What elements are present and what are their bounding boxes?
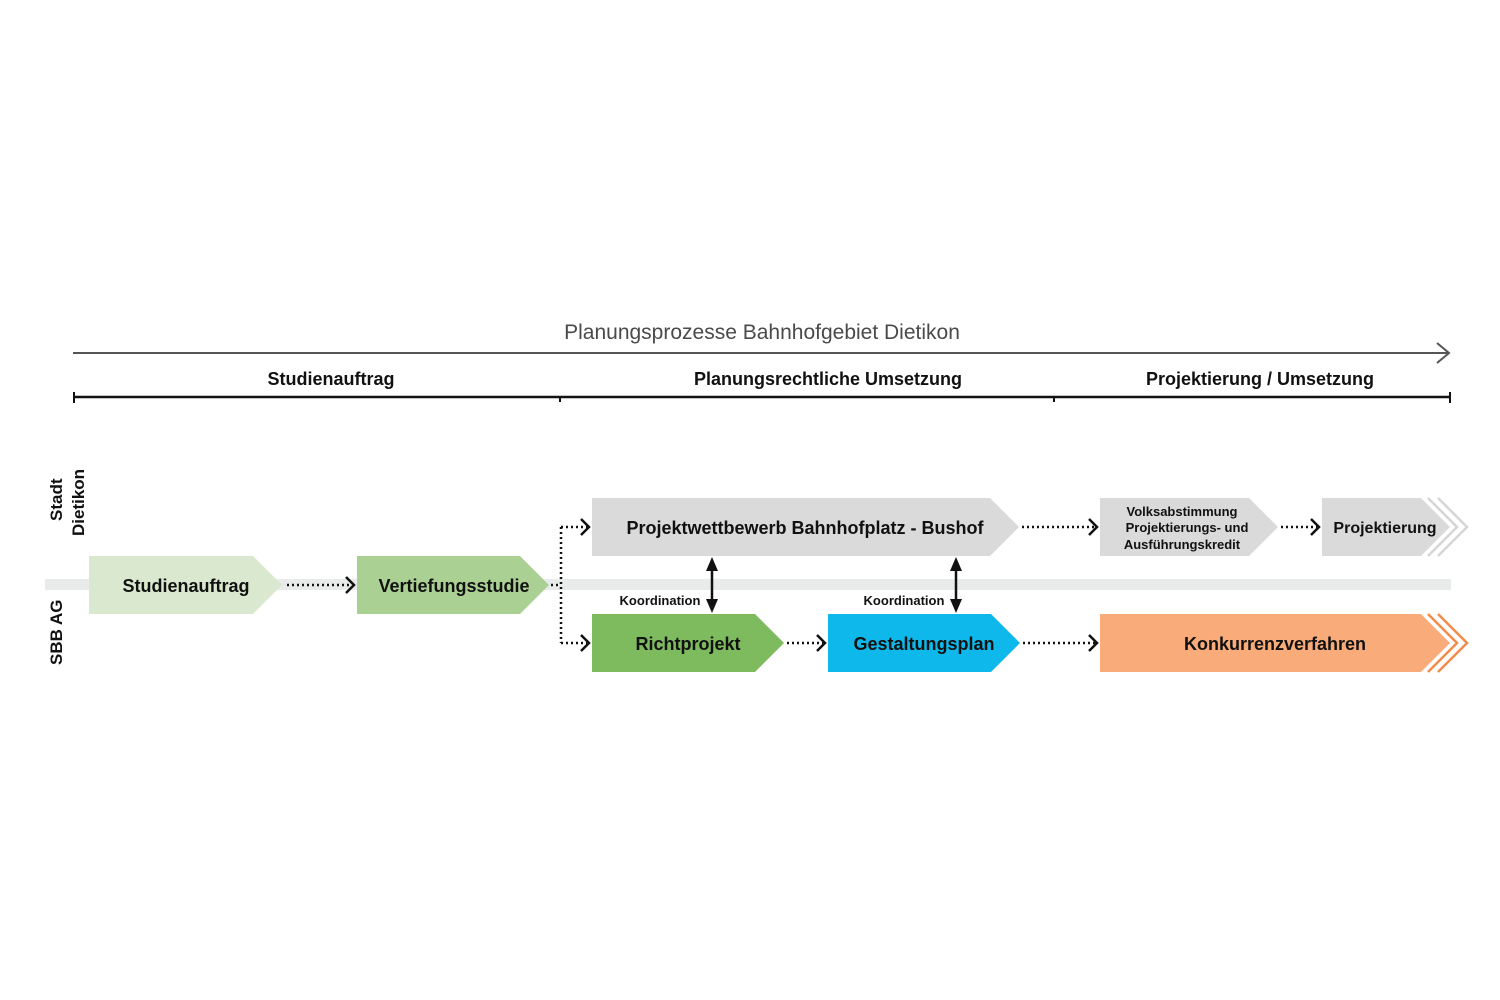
- branch-connector: [551, 518, 591, 652]
- step-richtprojekt[interactable]: Richtprojekt: [592, 614, 784, 672]
- step-vertiefungsstudie[interactable]: Vertiefungsstudie: [357, 556, 549, 614]
- step-projektierung-label: Projektierung: [1333, 520, 1436, 537]
- step-gestaltungsplan[interactable]: Gestaltungsplan: [828, 614, 1020, 672]
- lane-divider-band: [45, 579, 1451, 590]
- step-studienauftrag-label: Studienauftrag: [122, 576, 249, 596]
- step-volksabstimmung-line1: Volksabstimmung: [1126, 504, 1237, 519]
- connector-arrow: [1281, 518, 1321, 536]
- step-projektierung[interactable]: Projektierung: [1322, 498, 1450, 556]
- lane-label-dietikon: Dietikon: [69, 469, 88, 536]
- step-projektwettbewerb[interactable]: Projektwettbewerb Bahnhofplatz - Bushof: [592, 498, 1019, 556]
- step-konkurrenzverfahren-label: Konkurrenzverfahren: [1184, 634, 1366, 654]
- step-volksabstimmung-line2: Projektierungs- und: [1126, 520, 1249, 535]
- continuation-chevron-icon: [1427, 613, 1469, 673]
- diagram-title: Planungsprozesse Bahnhofgebiet Dietikon: [564, 321, 960, 344]
- phase-label-studienauftrag: Studienauftrag: [267, 369, 394, 389]
- coordination-arrow-1: [706, 557, 718, 613]
- step-konkurrenzverfahren[interactable]: Konkurrenzverfahren: [1100, 614, 1450, 672]
- coordination-label-2: Koordination: [864, 593, 945, 608]
- phase-label-projektierung-umsetzung: Projektierung / Umsetzung: [1146, 369, 1374, 389]
- step-richtprojekt-label: Richtprojekt: [635, 634, 740, 654]
- coordination-arrow-2: [950, 557, 962, 613]
- coordination-label-1: Koordination: [620, 593, 701, 608]
- step-projektwettbewerb-label: Projektwettbewerb Bahnhofplatz - Bushof: [626, 518, 984, 538]
- connector-arrow: [787, 634, 827, 652]
- timeline-arrow: [73, 342, 1451, 364]
- step-volksabstimmung[interactable]: Volksabstimmung Projektierungs- und Ausf…: [1100, 498, 1278, 556]
- lane-label-stadt: Stadt: [47, 478, 66, 521]
- step-gestaltungsplan-label: Gestaltungsplan: [853, 634, 994, 654]
- connector-arrow: [287, 576, 356, 594]
- connector-arrow: [1023, 634, 1099, 652]
- continuation-chevron-icon: [1427, 497, 1469, 557]
- connector-arrow: [1022, 518, 1099, 536]
- step-studienauftrag[interactable]: Studienauftrag: [89, 556, 282, 614]
- phase-label-planungsrechtliche-umsetzung: Planungsrechtliche Umsetzung: [694, 369, 962, 389]
- phase-ruler: [73, 392, 1451, 403]
- step-vertiefungsstudie-label: Vertiefungsstudie: [378, 576, 529, 596]
- step-volksabstimmung-line3: Ausführungskredit: [1124, 537, 1241, 552]
- lane-label-sbb-ag: SBB AG: [47, 600, 66, 666]
